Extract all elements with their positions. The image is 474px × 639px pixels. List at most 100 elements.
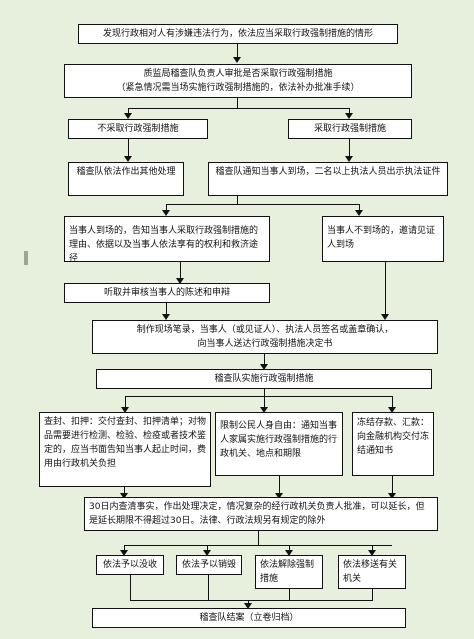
node-freeze-text: 冻结存款、汇款：向金融机构交付冻结通知书 [357,418,430,456]
arrow-head [355,210,363,216]
connector [372,545,373,551]
arrow-head [388,493,396,499]
node-hearing: 听取并审核当事人的陈述和申辩 [64,283,270,303]
arrow-head [388,407,396,413]
connector [125,396,393,397]
arrow-head [120,550,128,556]
node-seize: 查封、扣押：交付查封、扣押清单；对物品需要进行检测、检验、检疫或者技术鉴定的，应… [39,412,211,487]
connector [349,139,350,157]
arrow-head [285,550,293,556]
node-release-text: 依法解除强制措施 [260,560,315,584]
arrow-head [368,550,376,556]
connector [264,389,265,396]
node-hearing-text: 听取并审核当事人的陈述和申辩 [103,288,230,298]
node-transfer: 依法移送有关机关 [338,555,406,589]
node-confiscate: 依法予以没收 [96,555,164,575]
arrow-head [120,493,128,499]
connector [124,487,125,495]
node-party-present-text: 当事人到场的，告知当事人采取行政强制措施的理由、依据以及当事人依法享有的权利和救… [69,226,259,262]
node-approval-line2: （紧急情况需当场实施行政强制措施的，依法补办批准手续） [116,83,360,93]
arrow-head [124,113,132,119]
node-start-text: 发现行政相对人有涉嫌违法行为，依法应当采取行政强制措施的情形 [102,29,373,39]
node-destroy-text: 依法予以销毁 [181,560,236,570]
top-strip [0,0,474,12]
connector [166,204,360,205]
node-close-case: 稽查队结案（立卷归档） [92,608,406,628]
connector [166,303,167,315]
node-investigate: 30日内查清事实，作出处理决定，情况复杂的经行政机关负责人批准，可以延长，但是延… [84,497,438,531]
node-close-case-text: 稽查队结案（立卷归档） [199,613,299,623]
arrow-head [260,407,268,413]
connector [289,545,290,551]
connector [289,589,290,600]
connector [392,396,393,409]
arrow-head [176,278,184,284]
node-freeze: 冻结存款、汇款：向金融机构交付冻结通知书 [352,412,434,476]
connector [279,476,280,495]
arrow-head [381,314,389,320]
connector [130,575,131,600]
node-investigate-text: 30日内查清事实，作出处理决定，情况复杂的经行政机关负责人批准，可以延长，但是延… [89,502,425,526]
node-release: 依法解除强制措施 [255,555,323,589]
node-destroy: 依法予以销毁 [176,555,242,575]
connector [128,108,129,115]
connector [208,575,209,600]
connector [166,204,167,212]
side-marker [24,251,28,265]
connector [130,600,373,601]
node-restrict: 限制公民人身自由：通知当事人家属实施行政强制措施的行政机关、地点和期限 [215,412,343,476]
node-record: 制作现场笔录，当事人（或见证人）、执法人员签名或盖章确认， 向当事人送达行政强制… [92,320,438,354]
arrow-head [345,113,353,119]
node-notify: 稽查队通知当事人到场，二名以上执法人员出示执法证件 [208,162,448,196]
node-record-line1: 制作现场笔录，当事人（或见证人）、执法人员签名或盖章确认， [136,325,394,335]
connector [128,108,350,109]
node-take-measure: 采取行政强制措施 [288,119,412,139]
connector [124,545,392,546]
connector [349,108,350,115]
connector [372,589,373,600]
node-implement-text: 稽查队实施行政强制措施 [214,374,314,384]
node-party-absent-text: 当事人不到场的，邀请见证人到场 [327,226,436,250]
node-party-absent: 当事人不到场的，邀请见证人到场 [322,216,444,262]
arrow-head [203,550,211,556]
connector [237,98,238,108]
node-other-handling-text: 稽查队依法作出其他处理 [76,167,176,177]
connector [128,139,129,157]
arrow-head [162,314,170,320]
arrow-head [244,603,252,609]
node-confiscate-text: 依法予以没收 [102,560,157,570]
connector [237,196,238,204]
node-seize-text: 查封、扣押：交付查封、扣押清单；对物品需要进行检测、检验、检疫或者技术鉴定的，应… [44,417,207,469]
node-approval: 质监局稽查队负责人审批是否采取行政强制措施 （紧急情况需当场实施行政强制措施的，… [64,64,412,98]
connector [264,396,265,409]
arrow-head [233,57,241,63]
connector [392,476,393,495]
node-restrict-text: 限制公民人身自由：通知当事人家属实施行政强制措施的行政机关、地点和期限 [220,421,338,459]
node-start: 发现行政相对人有涉嫌违法行为，依法应当采取行政强制措施的情形 [78,24,398,44]
node-no-measure: 不采取行政强制措施 [68,119,208,139]
connector [248,600,249,604]
arrow-head [260,364,268,370]
connector [207,545,208,551]
node-implement: 稽查队实施行政强制措施 [96,369,432,389]
connector [264,354,265,365]
node-approval-line1: 质监局稽查队负责人审批是否采取行政强制措施 [143,69,333,79]
node-no-measure-text: 不采取行政强制措施 [97,124,179,134]
arrow-head [124,156,132,162]
connector [359,204,360,212]
arrow-head [345,156,353,162]
arrow-head [275,493,283,499]
node-party-present: 当事人到场的，告知当事人采取行政强制措施的理由、依据以及当事人依法享有的权利和救… [64,216,270,262]
node-transfer-text: 依法移送有关机关 [343,560,398,584]
connector [125,396,126,409]
node-record-line2: 向当事人送达行政强制措施决定书 [197,339,333,349]
connector [180,262,181,279]
node-notify-text: 稽查队通知当事人到场，二名以上执法人员出示执法证件 [215,167,441,177]
arrow-head [121,407,129,413]
node-take-measure-text: 采取行政强制措施 [313,124,386,134]
connector [385,262,386,315]
node-other-handling: 稽查队依法作出其他处理 [68,162,184,196]
connector [237,44,238,58]
connector [124,545,125,551]
connector [258,531,259,545]
